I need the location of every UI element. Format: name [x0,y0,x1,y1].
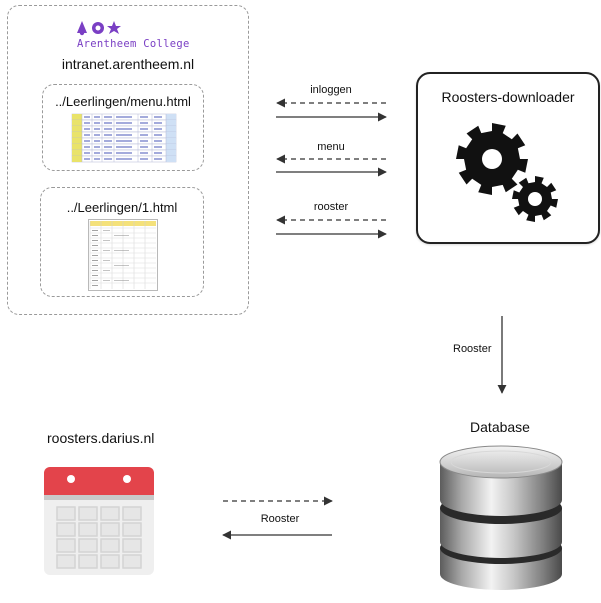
calendar-icon [43,465,155,577]
rooster-page-thumbnail [88,219,158,291]
rooster-label: rooster [313,201,349,213]
logo-text: Arentheem College [77,38,190,50]
database-title: Database [470,419,530,435]
downloader-title: Roosters-downloader [441,89,575,105]
website-domain: roosters.darius.nl [47,430,155,446]
menu-page-thumbnail [71,113,177,163]
inloggen-label: inloggen [310,84,352,96]
intranet-group [7,5,249,315]
menu-page-path: ../Leerlingen/menu.html [55,94,191,109]
rooster-page-box [40,187,204,297]
logo-shapes-icon [77,21,121,36]
rooster-page-path: ../Leerlingen/1.html [66,200,178,215]
arentheem-logo: Arentheem College [76,20,189,52]
gears-icon [456,123,562,223]
menu-label: menu [317,141,345,153]
intranet-domain: intranet.arentheem.nl [61,56,195,72]
database-icon [434,440,568,598]
menu-page-box [42,84,204,171]
db-link-label: Rooster [453,343,492,355]
site-link-label: Rooster [260,513,300,525]
